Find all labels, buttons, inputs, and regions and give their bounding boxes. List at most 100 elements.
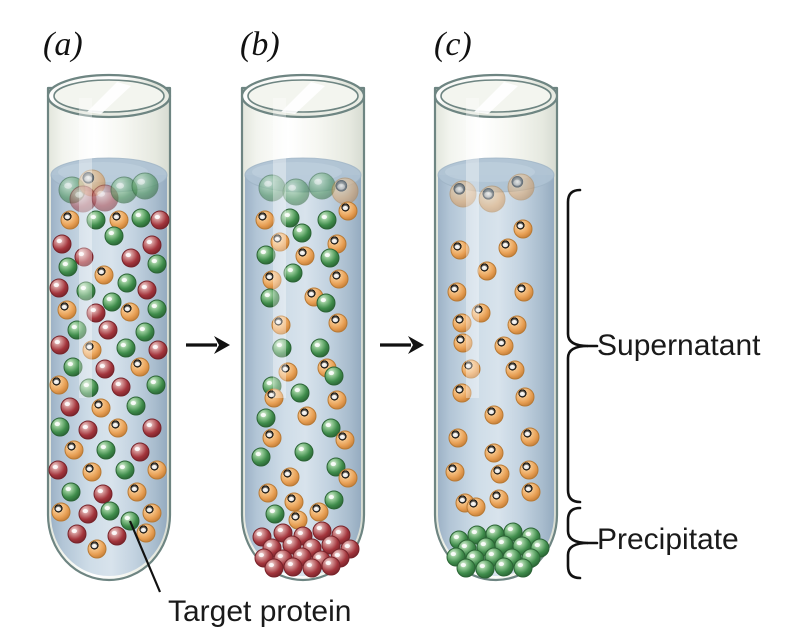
protein-sphere-b-23-highlight (266, 380, 272, 386)
protein-sphere-a-35 (146, 375, 166, 395)
precipitate-sphere-b-2-highlight (297, 530, 303, 536)
precipitate-sphere-b-1-highlight (277, 527, 283, 533)
protein-sphere-a-19-highlight (90, 307, 97, 313)
tube-b-body-glint (273, 98, 286, 398)
protein-sphere-c-5 (514, 282, 534, 302)
protein-sphere-a-54 (78, 504, 98, 524)
protein-sphere-a-33-highlight (83, 382, 90, 388)
protein-sphere-b-40-highlight (269, 508, 275, 514)
protein-sphere-a-11 (58, 257, 78, 277)
precipitate-sphere-c-14-highlight (525, 552, 531, 558)
protein-sphere-c-9-highlight (457, 337, 463, 343)
protein-sphere-a-39 (50, 417, 70, 437)
protein-sphere-a-0 (60, 210, 80, 230)
precipitate-sphere-c-15 (456, 558, 476, 578)
protein-sphere-c-19 (445, 462, 465, 482)
protein-sphere-a-59 (107, 526, 127, 546)
protein-sphere-a-surface-2-highlight (75, 191, 83, 198)
protein-sphere-a-43 (64, 440, 84, 460)
protein-sphere-c-4-highlight (451, 286, 457, 292)
tube-c-liquid-surface-sheen (445, 162, 535, 182)
precipitate-sphere-b-17 (264, 558, 284, 578)
protein-sphere-b-4 (292, 223, 312, 243)
protein-sphere-c-13-highlight (456, 387, 462, 393)
protein-sphere-b-33 (251, 447, 271, 467)
protein-sphere-b-41-highlight (313, 506, 319, 512)
precipitate-sphere-b-16 (302, 558, 322, 578)
protein-sphere-a-17 (102, 292, 122, 312)
protein-sphere-b-10-highlight (287, 267, 293, 273)
precipitate-sphere-c-16 (475, 559, 495, 579)
protein-sphere-b-37 (258, 483, 278, 503)
protein-sphere-b-19 (310, 338, 330, 358)
precipitate-sphere-c-9-highlight (534, 542, 540, 548)
protein-sphere-c-1-highlight (454, 244, 460, 250)
protein-sphere-c-12 (505, 360, 525, 380)
protein-sphere-b-38-highlight (288, 496, 294, 502)
protein-sphere-c-20-highlight (523, 464, 529, 470)
protein-sphere-a-38 (126, 396, 146, 416)
protein-sphere-a-4-highlight (154, 214, 160, 220)
protein-sphere-b-37-highlight (262, 487, 268, 493)
protein-sphere-b-15 (316, 293, 336, 313)
protein-sphere-a-13 (117, 273, 137, 293)
protein-sphere-c-0-highlight (517, 223, 523, 229)
protein-sphere-b-36-highlight (342, 472, 348, 478)
protein-sphere-b-39-highlight (328, 494, 334, 500)
precipitate-sphere-b-15-highlight (287, 561, 293, 567)
protein-sphere-c-3 (477, 261, 497, 281)
protein-sphere-b-3-highlight (342, 205, 348, 211)
protein-sphere-c-5-highlight (518, 286, 524, 292)
protein-sphere-b-29 (321, 418, 341, 438)
protein-sphere-b-9 (320, 248, 340, 268)
protein-sphere-a-12-highlight (98, 269, 105, 275)
precipitate-sphere-b-17-highlight (268, 562, 274, 568)
tube-c-body-glint (466, 98, 479, 398)
protein-sphere-a-44-highlight (100, 444, 107, 450)
protein-sphere-a-9 (121, 248, 141, 268)
precipitate-sphere-b-3-highlight (316, 525, 322, 531)
protein-sphere-a-18 (57, 300, 77, 320)
protein-sphere-b-39 (324, 490, 344, 510)
protein-sphere-a-24 (135, 322, 155, 342)
protein-sphere-a-15-highlight (80, 285, 87, 291)
protein-sphere-a-40 (78, 420, 98, 440)
precipitate-sphere-c-2-highlight (489, 528, 495, 534)
precipitate-sphere-c-7-highlight (498, 539, 504, 545)
protein-sphere-b-8-highlight (299, 250, 305, 256)
protein-sphere-c-18-highlight (488, 447, 494, 453)
protein-sphere-a-12 (94, 265, 114, 285)
protein-sphere-a-57 (142, 503, 162, 523)
precipitate-sphere-b-4-highlight (335, 529, 341, 535)
protein-sphere-a-30 (95, 359, 115, 379)
protein-sphere-b-0-highlight (259, 214, 265, 220)
precipitate-sphere-b-6-highlight (286, 539, 292, 545)
protein-sphere-a-49 (147, 460, 167, 480)
protein-sphere-b-41 (309, 502, 329, 522)
protein-sphere-c-21 (490, 464, 510, 484)
protein-sphere-b-3 (338, 201, 358, 221)
protein-sphere-b-33-highlight (255, 451, 261, 457)
protein-sphere-a-52-highlight (131, 486, 137, 492)
protein-sphere-b-surface-2 (308, 172, 336, 200)
protein-sphere-c-14-highlight (488, 409, 494, 415)
protein-sphere-a-21 (147, 299, 167, 319)
protein-sphere-a-35-highlight (150, 379, 156, 385)
protein-sphere-a-surface-0-highlight (64, 182, 72, 189)
protein-sphere-a-36-highlight (64, 401, 71, 407)
protein-sphere-a-37-highlight (95, 402, 102, 408)
protein-sphere-b-5-highlight (274, 236, 280, 242)
protein-sphere-b-10 (283, 263, 303, 283)
arrow-b-to-c-head (408, 336, 424, 354)
protein-sphere-a-53-highlight (55, 506, 61, 512)
protein-sphere-a-6 (104, 226, 124, 246)
protein-sphere-b-15-highlight (320, 297, 326, 303)
tube-c-liquid (438, 175, 554, 576)
protein-sphere-a-31 (130, 357, 150, 377)
precipitate-sphere-b-0-highlight (256, 531, 262, 537)
protein-sphere-c-14 (484, 405, 504, 425)
panel-label-b: (b) (240, 26, 280, 63)
protein-sphere-a-20-highlight (124, 306, 130, 312)
protein-sphere-b-26-highlight (331, 394, 337, 400)
